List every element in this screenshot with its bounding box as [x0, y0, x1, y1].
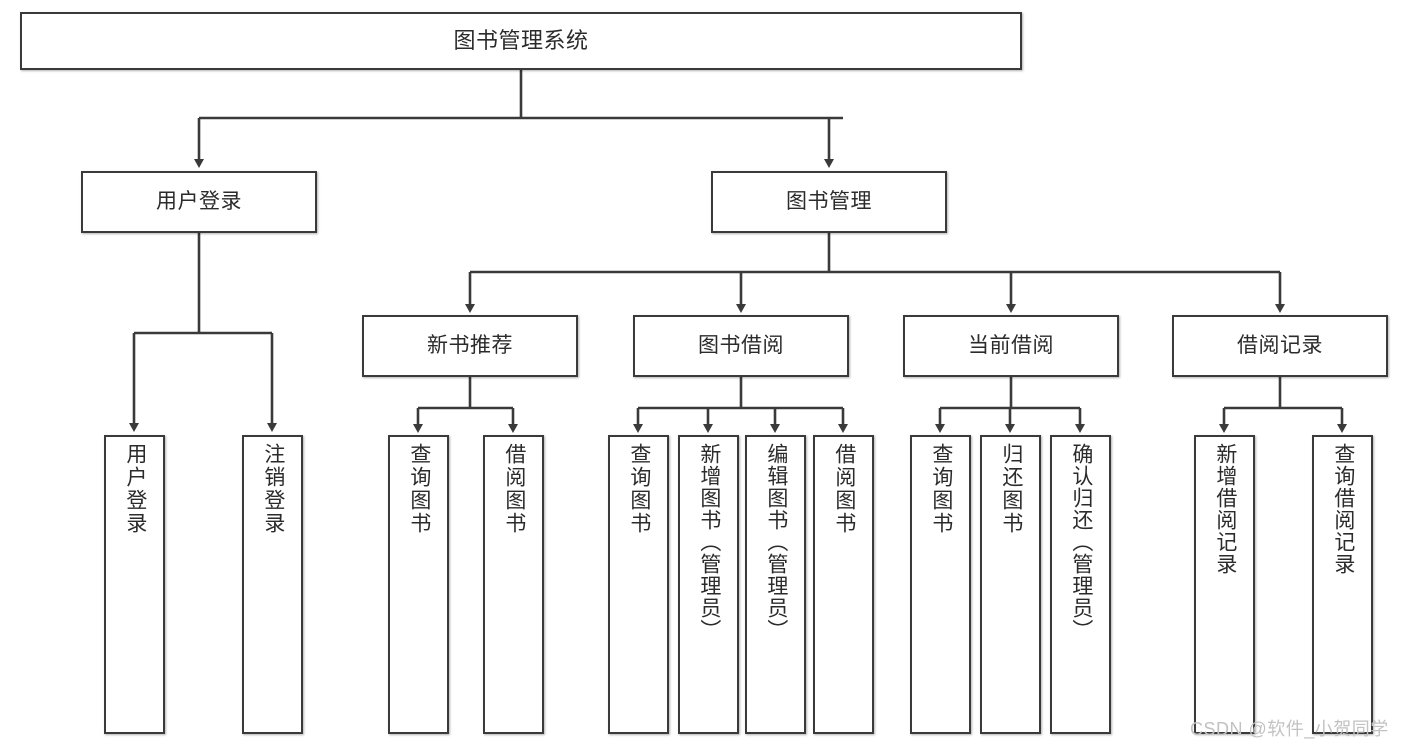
node-user-login[interactable]: 用户登录 — [81, 171, 317, 233]
node-leaf-edit-book[interactable]: 编辑图书（管理员） — [745, 435, 806, 734]
node-leaf-borrow-book-1[interactable]: 借阅图书 — [483, 435, 544, 734]
node-label: 新增借阅记录 — [1213, 443, 1237, 575]
node-label: 图书管理系统 — [453, 27, 589, 53]
node-leaf-query-book-1[interactable]: 查询图书 — [388, 435, 449, 734]
node-leaf-query-book-2[interactable]: 查询图书 — [608, 435, 669, 734]
node-label: 用户登录 — [156, 190, 242, 214]
node-book-borrow[interactable]: 图书借阅 — [633, 315, 849, 377]
node-label: 图书管理 — [786, 190, 872, 214]
node-label: 借阅图书 — [832, 443, 856, 535]
node-leaf-logout[interactable]: 注销登录 — [242, 435, 303, 734]
node-label: 借阅图书 — [502, 443, 526, 535]
node-label: 当前借阅 — [968, 334, 1054, 358]
node-leaf-return-book[interactable]: 归还图书 — [980, 435, 1041, 734]
node-leaf-add-book[interactable]: 新增图书（管理员） — [678, 435, 739, 734]
node-label: 查询图书 — [627, 443, 651, 535]
node-label: 查询借阅记录 — [1331, 443, 1355, 575]
node-book-manage[interactable]: 图书管理 — [711, 171, 947, 233]
node-new-book-recommend[interactable]: 新书推荐 — [362, 315, 578, 377]
node-label: 新书推荐 — [427, 334, 513, 358]
node-label: 归还图书 — [999, 443, 1023, 535]
node-label: 借阅记录 — [1237, 334, 1323, 358]
node-leaf-confirm-return[interactable]: 确认归还（管理员） — [1050, 435, 1111, 734]
node-label: 编辑图书（管理员） — [764, 443, 788, 641]
node-label: 用户登录 — [123, 443, 147, 535]
node-label: 新增图书（管理员） — [697, 443, 721, 641]
node-root-system[interactable]: 图书管理系统 — [20, 12, 1022, 70]
node-borrow-record[interactable]: 借阅记录 — [1172, 315, 1388, 377]
node-label: 确认归还（管理员） — [1069, 443, 1093, 641]
node-leaf-add-borrow-record[interactable]: 新增借阅记录 — [1194, 435, 1255, 734]
node-leaf-borrow-book-2[interactable]: 借阅图书 — [813, 435, 874, 734]
node-current-borrow[interactable]: 当前借阅 — [903, 315, 1119, 377]
node-label: 图书借阅 — [698, 334, 784, 358]
node-leaf-query-borrow-record[interactable]: 查询借阅记录 — [1312, 435, 1373, 734]
node-label: 查询图书 — [929, 443, 953, 535]
node-label: 查询图书 — [407, 443, 431, 535]
watermark-csdn: CSDN @软件_小贺同学 — [1190, 719, 1389, 739]
node-leaf-query-book-3[interactable]: 查询图书 — [910, 435, 971, 734]
node-label: 注销登录 — [261, 443, 285, 535]
node-leaf-user-login[interactable]: 用户登录 — [104, 435, 165, 734]
